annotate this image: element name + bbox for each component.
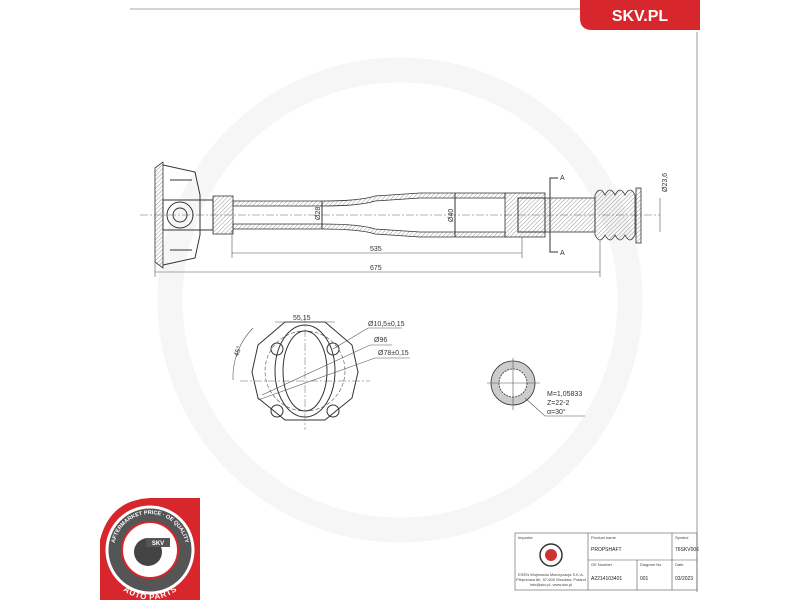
- dia-end-label: Ø23,6: [662, 173, 669, 192]
- skv-auto-parts-logo: SKV AFTERMARKET PRICE · OE QUALITY AUTO …: [100, 498, 200, 600]
- date-value: 03/2023: [675, 576, 693, 582]
- product-value: PROPSHAFT: [591, 547, 622, 553]
- importer-line-3: info@skv.pl, www.skv.pl: [530, 582, 572, 587]
- logo-center-text: SKV: [152, 541, 164, 547]
- section-label-bottom: A: [560, 250, 565, 257]
- section-label-top: A: [560, 175, 565, 182]
- watermark: [157, 57, 643, 543]
- outer-dia-label: Ø96: [374, 337, 387, 344]
- dia-tube-label: Ø28: [315, 207, 322, 220]
- oe-label: OE Number: [591, 562, 613, 567]
- pcd-label: Ø78±0,15: [378, 350, 409, 357]
- hole-spacing-label: 55,15: [293, 315, 311, 322]
- skv-pl-badge[interactable]: SKV.PL: [580, 0, 700, 30]
- diagram-label: Diagram No: [640, 562, 662, 567]
- dim-675-label: 675: [370, 265, 382, 272]
- importer-line-1: ESEN Wojewoda Motoryzacja S.K.A.: [518, 572, 584, 577]
- angle-label: 45°: [232, 345, 243, 358]
- oe-value: A2214103401: [591, 576, 622, 582]
- spline-angle-label: α=30°: [547, 408, 566, 416]
- importer-label: Importer: [518, 535, 534, 540]
- flange-front-view: 55,15 45° Ø10,5±0,15 Ø96 Ø78±0,15: [232, 315, 410, 430]
- section-a-marker: A A: [549, 175, 565, 257]
- importer-line-2: Pieprzowa 6b, 57-600 Wrocław, Poland: [516, 577, 586, 582]
- title-block: Importer ESEN Wojewoda Motoryzacja S.K.A…: [514, 532, 699, 591]
- diagram-value: 001: [640, 576, 649, 582]
- dim-535-label: 535: [370, 246, 382, 253]
- spline-section-view: M=1,05833 Z=22-2 α=30°: [487, 358, 585, 417]
- hole-dia-label: Ø10,5±0,15: [368, 321, 405, 328]
- date-label: Date: [675, 562, 684, 567]
- symbol-label: Symbol: [675, 535, 688, 540]
- product-label: Product name: [591, 535, 617, 540]
- symbol-value: 76SKV006: [675, 547, 699, 553]
- drawing-frame: [130, 8, 698, 592]
- site-label: SKV.PL: [612, 8, 669, 25]
- spline-module-label: M=1,05833: [547, 391, 582, 398]
- propshaft-side-view: A A Ø28 Ø40 Ø23,6 535 675: [140, 161, 669, 277]
- dia-large-label: Ø40: [448, 209, 455, 222]
- flange-plate: [154, 161, 164, 269]
- spline-teeth-label: Z=22-2: [547, 400, 569, 407]
